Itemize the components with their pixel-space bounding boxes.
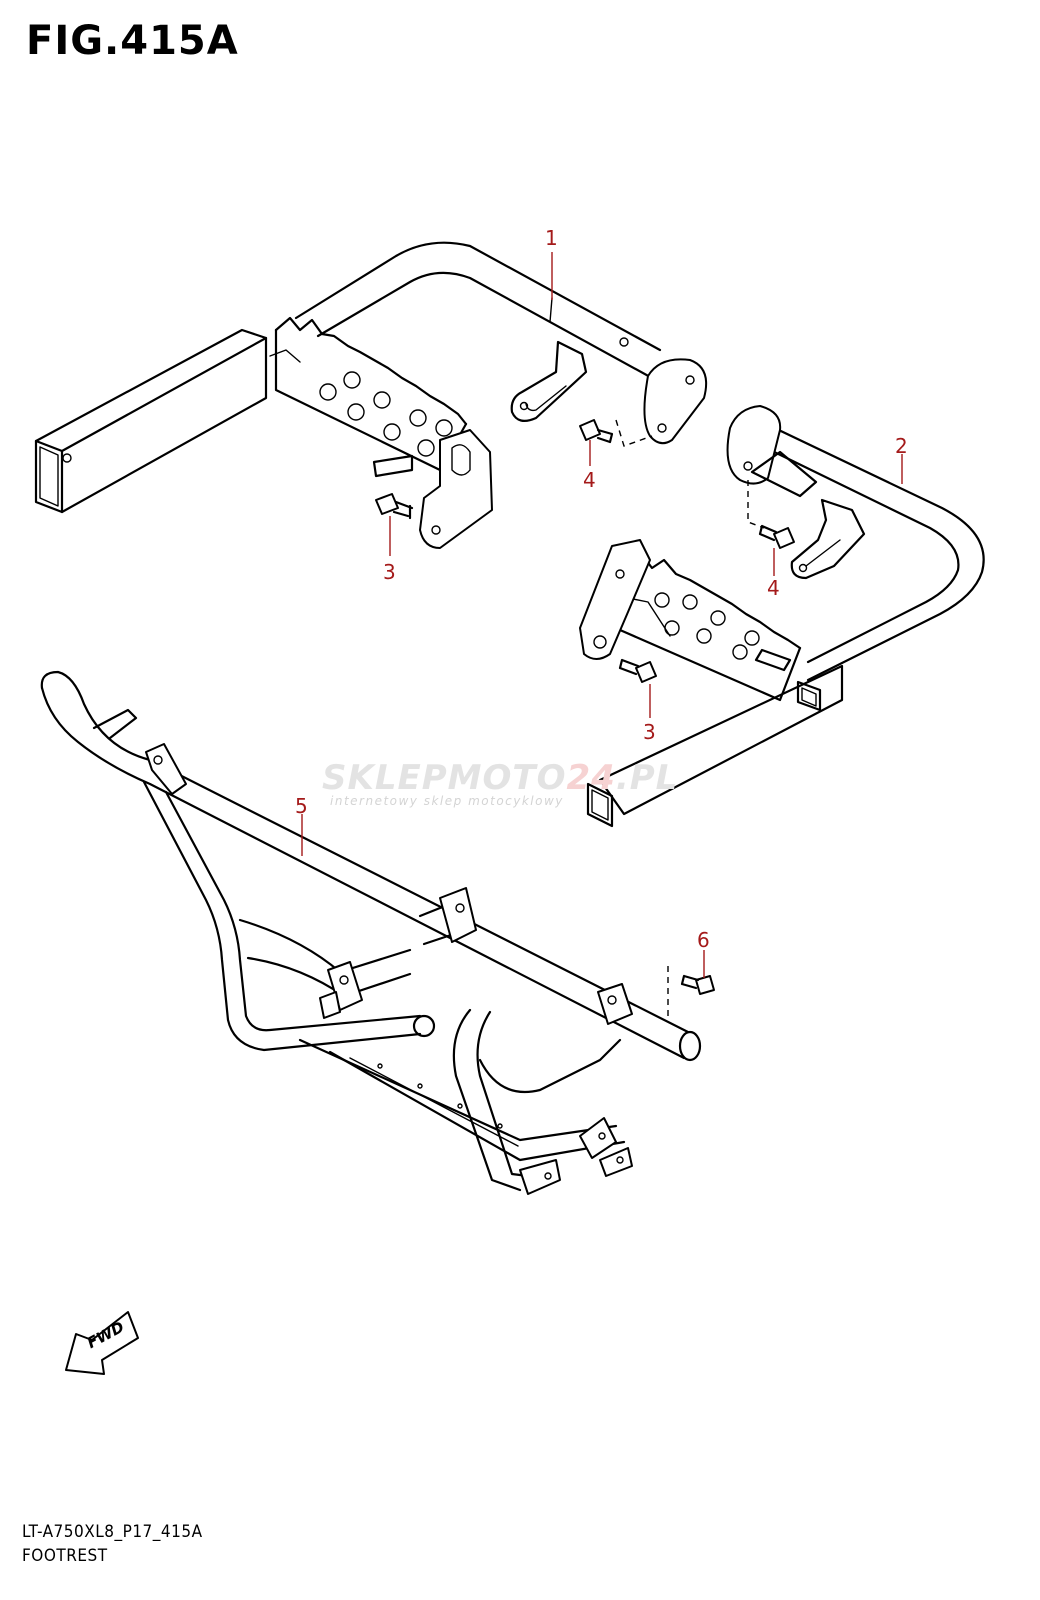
part-4-bolt-upper[interactable] xyxy=(579,419,614,444)
part-3-bolt-right[interactable] xyxy=(618,658,657,683)
part-3-bolt-left[interactable] xyxy=(375,493,414,520)
fwd-arrow-icon xyxy=(65,1311,139,1375)
callout-3-right[interactable]: 3 xyxy=(643,720,656,744)
callout-1[interactable]: 1 xyxy=(545,226,558,250)
watermark-brand: SKLEPMOTO24.PL xyxy=(322,758,679,798)
callout-5[interactable]: 5 xyxy=(295,794,308,818)
watermark-tagline: internetowy sklep motocyklowy xyxy=(330,794,564,808)
alignment-dashes xyxy=(615,419,765,1016)
part-4-bolt-lower[interactable] xyxy=(758,524,795,549)
part-6-bolt[interactable] xyxy=(680,974,715,995)
callout-4-upper[interactable]: 4 xyxy=(583,468,596,492)
part-5-front-guard[interactable] xyxy=(40,670,702,1195)
diagram-name: FOOTREST xyxy=(22,1546,108,1566)
leader-lines xyxy=(301,252,903,978)
diagram-code: LT-A750XL8_P17_415A xyxy=(22,1522,203,1542)
callout-6[interactable]: 6 xyxy=(697,928,710,952)
part-1-left-footrest-frame[interactable] xyxy=(34,241,708,549)
callout-3-left[interactable]: 3 xyxy=(383,560,396,584)
figure-title: FIG.415A xyxy=(26,18,239,64)
part-2-right-footrest-frame[interactable] xyxy=(579,405,985,828)
callout-4-lower[interactable]: 4 xyxy=(767,576,780,600)
callout-2[interactable]: 2 xyxy=(895,434,908,458)
